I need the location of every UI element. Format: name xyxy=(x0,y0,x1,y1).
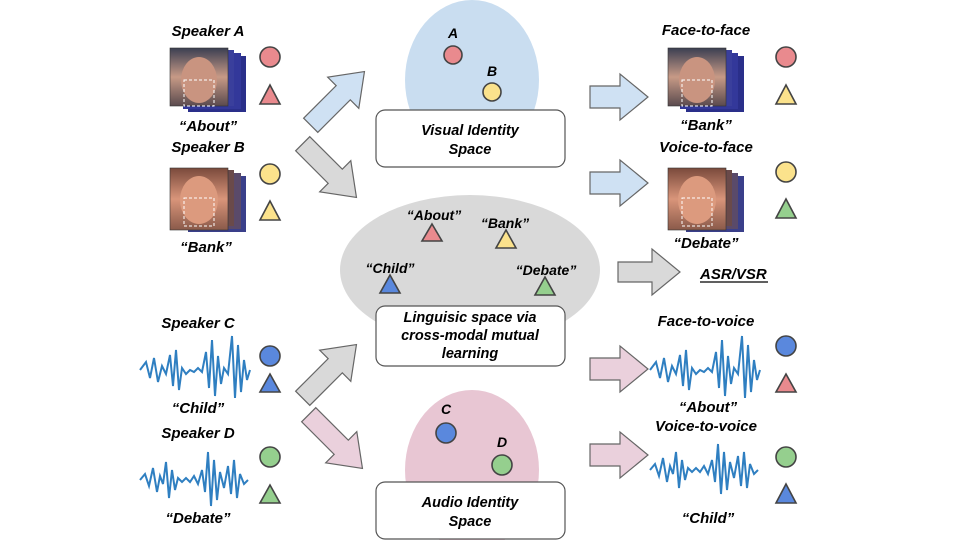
face-to-voice-identity-circle xyxy=(775,335,797,357)
speaker-d-waveform xyxy=(139,451,249,507)
linguistic-space-title-line3: learning xyxy=(442,346,499,362)
speaker-b-name: Speaker B xyxy=(171,139,245,156)
face-to-voice-word: “About” xyxy=(679,399,738,416)
speaker-a-identity-circle xyxy=(259,46,281,68)
speaker-d-name: Speaker D xyxy=(161,425,235,442)
audio-point-c xyxy=(435,422,457,444)
arrow-speaker-d-to-audio xyxy=(300,406,364,470)
audio-space-title-line2: Space xyxy=(449,514,492,530)
speaker-a-name: Speaker A xyxy=(172,23,245,40)
face-to-voice-title: Face-to-voice xyxy=(658,313,755,330)
linguistic-word-about: “About” xyxy=(407,207,461,223)
linguistic-triangle-about xyxy=(420,222,444,242)
arrow-speaker-b-to-linguistic xyxy=(294,135,358,199)
linguistic-word-debate: “Debate” xyxy=(516,262,577,278)
voice-to-face-frames xyxy=(667,167,744,232)
face-to-face-title: Face-to-face xyxy=(662,22,750,39)
audio-space-box xyxy=(375,481,566,540)
linguistic-space-title-line1: Linguisic space via xyxy=(404,310,537,326)
voice-to-voice-title: Voice-to-voice xyxy=(655,418,757,435)
audio-point-label-d: D xyxy=(497,434,507,450)
speaker-c-identity-circle xyxy=(259,345,281,367)
arrow-to-asr-vsr xyxy=(617,247,681,297)
speaker-d-identity-circle xyxy=(259,446,281,468)
speaker-b-face-frames xyxy=(169,167,246,232)
speaker-c-name: Speaker C xyxy=(161,315,236,332)
arrow-to-face-to-face xyxy=(589,72,649,122)
speaker-b-word-triangle xyxy=(258,199,282,221)
voice-to-voice-word: “Child” xyxy=(682,510,735,527)
voice-to-face-title: Voice-to-face xyxy=(659,139,753,156)
visual-point-label-b: B xyxy=(487,63,497,79)
arrow-to-voice-to-voice xyxy=(589,430,649,480)
visual-space-title-line1: Visual Identity xyxy=(421,123,520,139)
linguistic-triangle-child xyxy=(378,273,402,294)
voice-to-face-word: “Debate” xyxy=(673,235,739,252)
linguistic-space-title-line2: cross-modal mutual xyxy=(401,328,540,344)
visual-space-box xyxy=(375,109,566,168)
visual-point-label-a: A xyxy=(447,25,458,41)
speaker-a-face-frames xyxy=(169,47,246,112)
asr-vsr-label: ASR/VSR xyxy=(699,266,767,283)
face-to-voice-word-triangle xyxy=(774,372,798,393)
arrow-speaker-a-to-visual xyxy=(302,70,366,134)
speaker-c-waveform xyxy=(139,335,251,399)
linguistic-word-child: “Child” xyxy=(366,260,415,276)
voice-to-face-identity-circle xyxy=(775,161,797,183)
face-to-face-word-triangle xyxy=(774,83,798,105)
arrow-to-face-to-voice xyxy=(589,344,649,394)
voice-to-voice-word-triangle xyxy=(774,482,798,504)
arrow-speaker-c-to-linguistic xyxy=(294,343,358,407)
audio-point-d xyxy=(491,454,513,476)
linguistic-triangle-bank xyxy=(494,228,518,249)
speaker-c-word-triangle xyxy=(258,372,282,393)
visual-space-title-line2: Space xyxy=(449,142,492,158)
visual-point-a xyxy=(443,45,463,65)
face-to-face-frames xyxy=(667,47,744,112)
voice-to-face-word-triangle xyxy=(774,197,798,219)
voice-to-voice-identity-circle xyxy=(775,446,797,468)
face-to-face-word: “Bank” xyxy=(680,117,732,134)
face-to-voice-waveform xyxy=(649,335,761,399)
speaker-a-word: “About” xyxy=(179,118,238,135)
audio-space-title-line1: Audio Identity xyxy=(421,495,520,511)
arrow-to-voice-to-face xyxy=(589,158,649,208)
speaker-d-word: “Debate” xyxy=(165,510,231,527)
linguistic-space-box xyxy=(375,305,566,367)
face-to-face-identity-circle xyxy=(775,46,797,68)
visual-point-b xyxy=(482,82,502,102)
voice-to-voice-waveform xyxy=(649,443,759,495)
linguistic-word-bank: “Bank” xyxy=(481,215,529,231)
speaker-d-word-triangle xyxy=(258,483,282,504)
speaker-a-word-triangle xyxy=(258,83,282,105)
speaker-b-word: “Bank” xyxy=(180,239,232,256)
speaker-c-word: “Child” xyxy=(172,400,225,417)
linguistic-triangle-debate xyxy=(533,275,557,296)
audio-point-label-c: C xyxy=(441,401,452,417)
speaker-b-identity-circle xyxy=(259,163,281,185)
